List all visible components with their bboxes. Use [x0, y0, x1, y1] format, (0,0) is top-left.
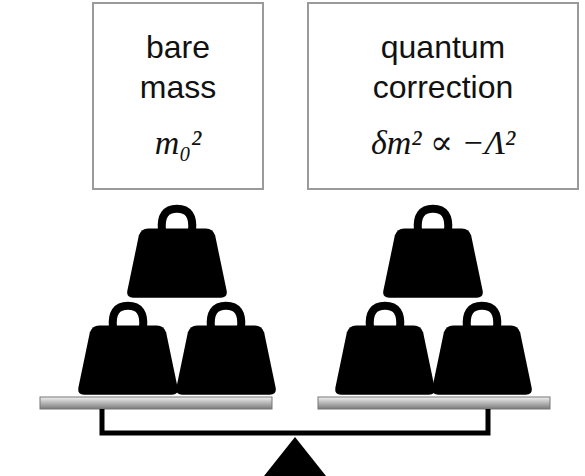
math-formula: δm² ∝ −Λ² — [371, 121, 515, 165]
fulcrum — [264, 437, 326, 476]
weight — [383, 209, 483, 298]
weight — [432, 306, 532, 395]
scale-pan — [318, 397, 550, 409]
scale-beam — [102, 409, 488, 433]
math-formula: m₀² — [155, 121, 202, 165]
box-heading: bare mass — [104, 27, 252, 107]
weight — [78, 306, 178, 395]
text-box: quantum correction δm² ∝ −Λ² — [307, 2, 579, 190]
scale-pan — [40, 397, 272, 409]
weight — [335, 306, 435, 395]
weight — [176, 306, 276, 395]
text-box: bare mass m₀² — [92, 2, 264, 190]
weight — [127, 209, 227, 298]
box-heading: quantum correction — [319, 27, 567, 107]
